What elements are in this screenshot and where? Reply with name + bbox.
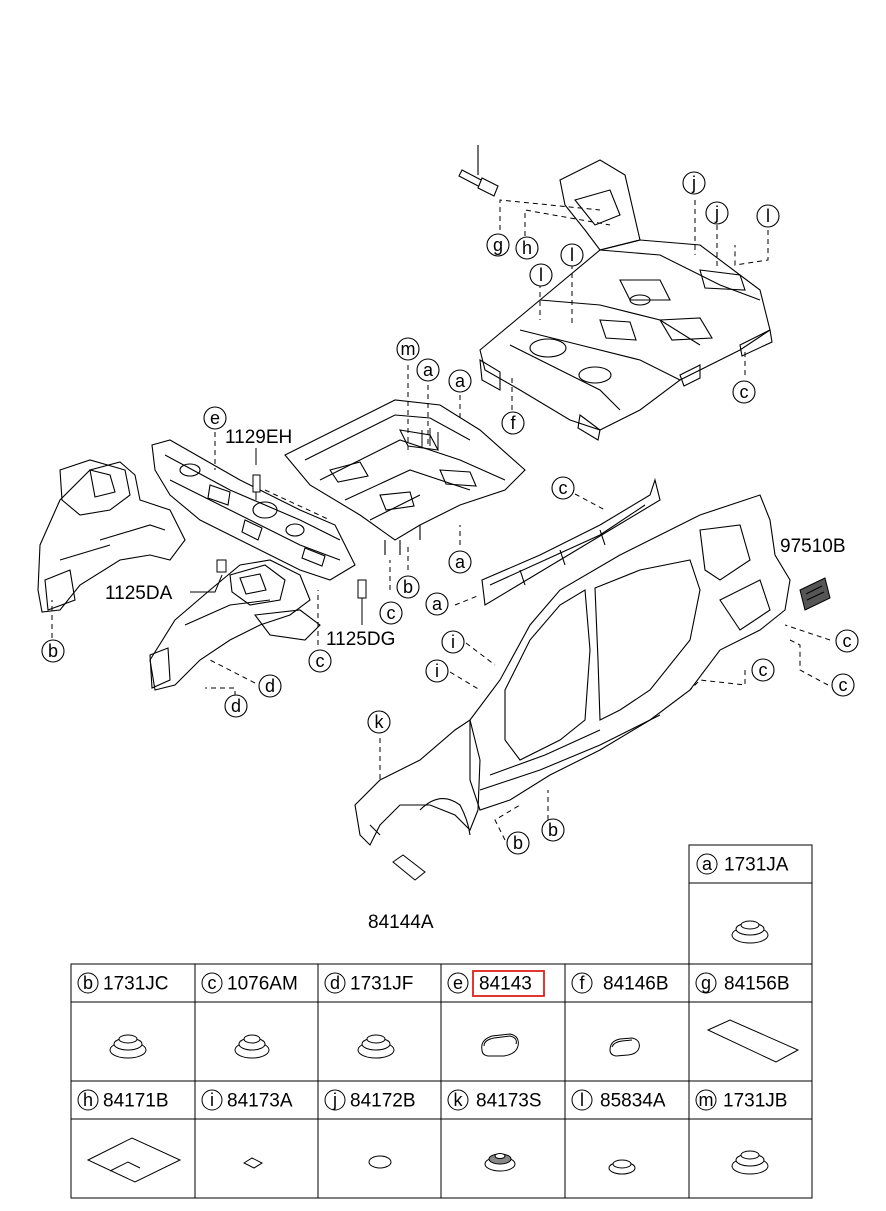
callout-m: m [401, 339, 416, 359]
callout-h: h [522, 238, 532, 258]
plug-icon [481, 1033, 519, 1057]
grommet-icon [484, 1153, 516, 1172]
callout-a: a [423, 360, 434, 380]
part-label-1125DA: 1125DA [105, 583, 173, 604]
legend-letter-k: k [454, 1090, 464, 1110]
callout-d: d [231, 696, 241, 716]
callout-l: l [539, 265, 543, 285]
part-label-97510B: 97510B [780, 536, 846, 557]
callout-d: d [265, 676, 275, 696]
plug-icon [368, 1155, 392, 1169]
legend-letter-f: f [579, 973, 585, 993]
callout-b: b [403, 577, 413, 597]
grommet-icon [234, 1034, 270, 1059]
callout-e: e [210, 408, 220, 428]
grommet-icon [109, 1034, 147, 1059]
grommet-icon [799, 577, 831, 611]
legend-code-l: 85834A [600, 1091, 666, 1112]
callout-c: c [839, 675, 848, 695]
legend-code-d: 1731JF [350, 974, 413, 995]
bolt-icon [458, 145, 499, 197]
legend-letter-a: a [702, 854, 713, 874]
callout-c: c [843, 631, 852, 651]
legend-letter-g: g [701, 973, 711, 993]
part-label-84144A: 84144A [368, 912, 434, 933]
pad-icon [242, 1157, 264, 1169]
legend-code-b: 1731JC [103, 974, 169, 995]
callout-i: i [435, 661, 439, 681]
legend-letter-l: l [580, 1090, 584, 1110]
callout-l: l [570, 245, 574, 265]
callout-c: c [316, 651, 325, 671]
part-label-1129EH: 1129EH [225, 427, 292, 448]
legend-letter-d: d [330, 973, 340, 993]
callout-b: b [548, 820, 558, 840]
legend-letter-c: c [208, 973, 217, 993]
callout-a: a [455, 552, 466, 572]
legend-code-h: 84171B [103, 1091, 169, 1112]
legend-letter-b: b [83, 973, 93, 993]
legend-code-i: 84173A [227, 1091, 293, 1112]
front-side-member-right [149, 559, 321, 691]
front-floor-panel [284, 399, 526, 555]
callout-b: b [48, 641, 58, 661]
callout-j: j [691, 173, 696, 193]
front-fender [354, 719, 481, 846]
plug-icon [392, 854, 426, 881]
legend-code-g: 84156B [724, 974, 790, 995]
side-sill-inner [481, 478, 661, 606]
stud-icon [421, 428, 439, 450]
legend-code-e: 84143 [479, 974, 532, 995]
callout-f: f [510, 413, 516, 433]
rear-floor-panel [479, 159, 773, 441]
legend-code-j: 84172B [350, 1091, 416, 1112]
callout-c: c [740, 382, 749, 402]
callout-j: j [714, 203, 719, 223]
plug-icon [609, 1037, 640, 1057]
legend-code-c: 1076AM [227, 974, 298, 995]
dash-panel [151, 439, 356, 581]
legend-code-a: 1731JA [724, 855, 789, 876]
plug-icon [608, 1159, 636, 1175]
callout-a: a [432, 594, 443, 614]
legend-letter-i: i [210, 1090, 214, 1110]
legend-code-f: 84146B [603, 974, 669, 995]
legend-letter-h: h [83, 1090, 93, 1110]
callout-g: g [493, 235, 503, 255]
callout-l: l [766, 206, 770, 226]
legend-code-k: 84173S [476, 1091, 542, 1112]
legend-code-m: 1731JB [723, 1091, 787, 1112]
callout-c: c [759, 660, 768, 680]
pad-icon [706, 1019, 800, 1063]
callout-c: c [387, 603, 396, 623]
part-label-1125DG: 1125DG [326, 629, 395, 650]
legend-letter-e: e [453, 973, 463, 993]
callout-a: a [455, 371, 466, 391]
side-outer-panel [469, 494, 791, 811]
grommet-icon [731, 920, 769, 944]
legend-letter-m: m [699, 1090, 714, 1110]
grommet-icon [731, 1150, 769, 1175]
grommet-icon [357, 1034, 395, 1059]
screw-icon [216, 474, 367, 599]
pad-icon [86, 1137, 182, 1183]
front-side-member-left [37, 459, 186, 613]
highlight-box [472, 970, 545, 997]
callout-i: i [451, 632, 455, 652]
callout-k: k [375, 712, 385, 732]
legend-table [70, 844, 813, 1199]
callout-c: c [559, 478, 568, 498]
legend-letter-j: j [332, 1090, 337, 1110]
callout-b: b [513, 833, 523, 853]
